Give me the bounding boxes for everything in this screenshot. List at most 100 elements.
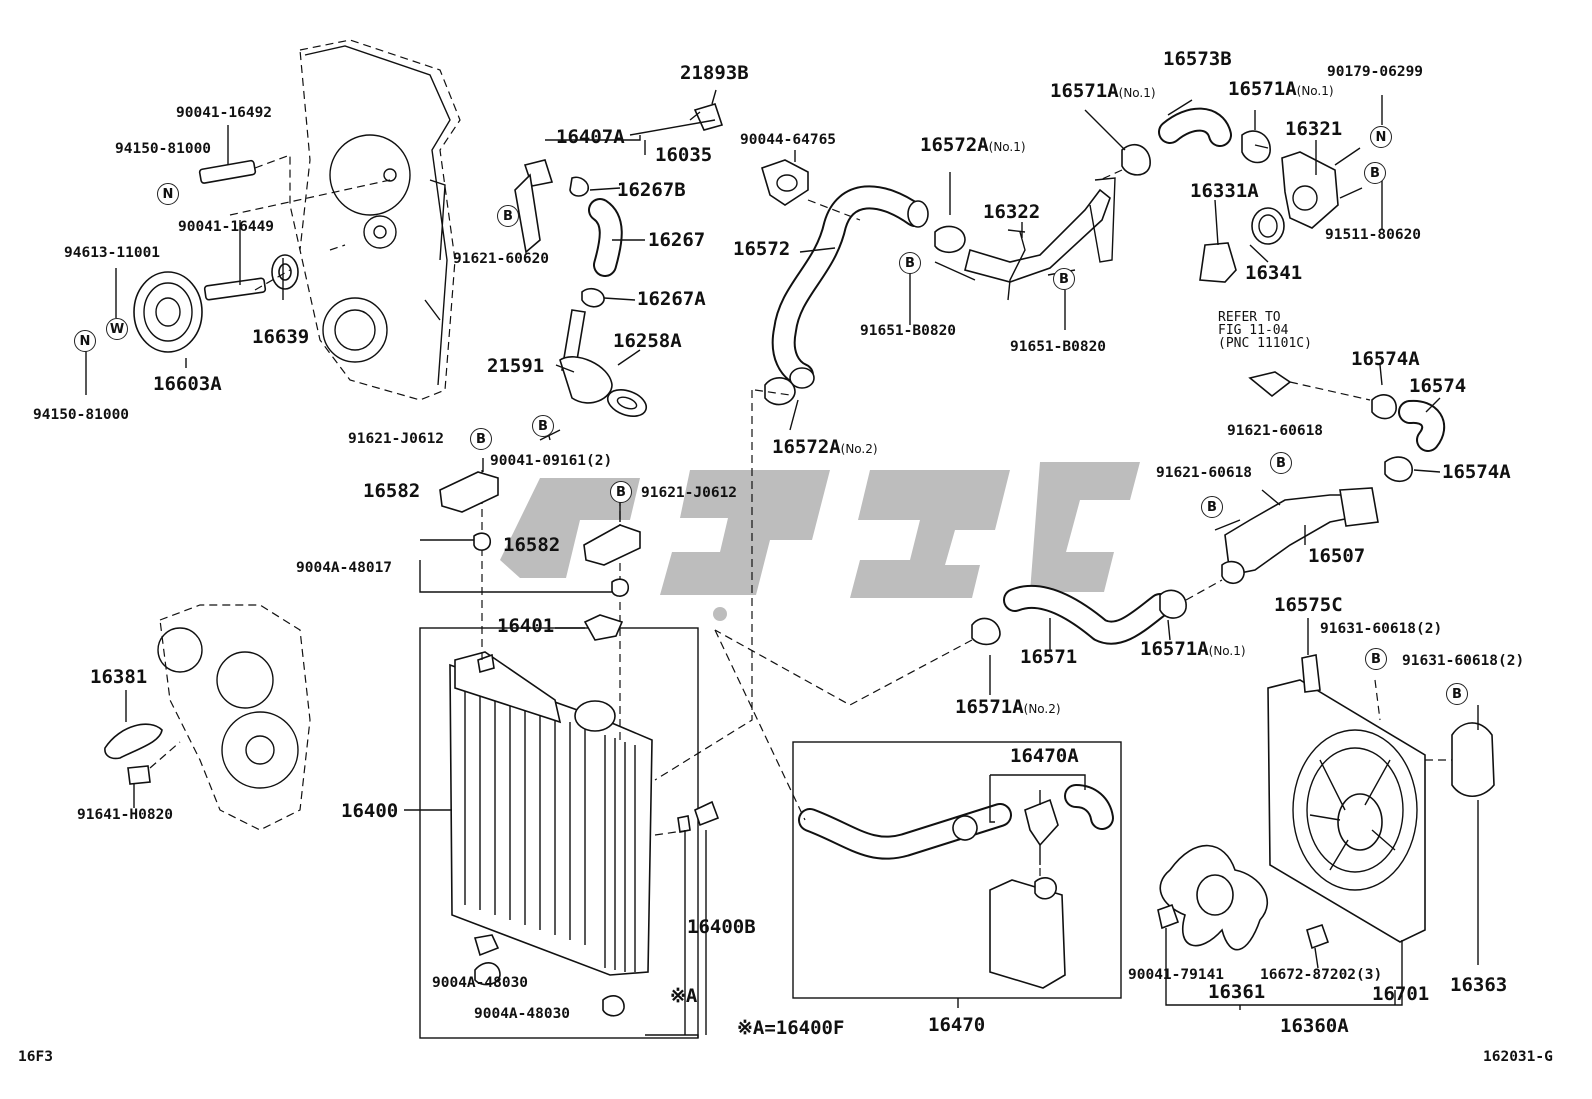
- label-91621-60618-b: 91621-60618: [1156, 465, 1253, 481]
- qualifier-no1-b: (No.1): [1118, 86, 1156, 100]
- label-16572: 16572: [733, 238, 791, 260]
- marker-w: W: [106, 318, 128, 340]
- marker-b-j0612-a: B: [470, 428, 492, 450]
- label-16507: 16507: [1308, 545, 1366, 567]
- marker-n-90179: N: [1370, 126, 1392, 148]
- figure-code: 162031-G: [1483, 1049, 1553, 1065]
- label-16407a: 16407A: [556, 126, 625, 148]
- radiator-supports: [439, 458, 641, 641]
- refer-note: REFER TO FIG 11-04 (PNC 11101C): [1218, 310, 1312, 351]
- label-21591: 21591: [487, 355, 545, 377]
- label-16322: 16322: [983, 201, 1041, 223]
- marker-b-b0820-b: B: [1053, 268, 1075, 290]
- radiator-hose-upper: [761, 150, 929, 431]
- label-16672-87202: 16672-87202(3): [1260, 967, 1383, 983]
- marker-b-91631-b: B: [1446, 683, 1468, 705]
- timing-cover: [299, 39, 461, 401]
- label-90041-16492: 90041-16492: [176, 105, 273, 121]
- label-16701: 16701: [1372, 983, 1430, 1005]
- marker-b-90041-09161: B: [532, 415, 554, 437]
- qualifier-no1-a: (No.1): [988, 140, 1026, 154]
- label-91641-h0820: 91641-H0820: [77, 807, 174, 823]
- label-90041-79141: 90041-79141: [1128, 967, 1225, 983]
- label-16470a: 16470A: [1010, 745, 1079, 767]
- marker-n-bottom: N: [74, 330, 96, 352]
- label-16571a-no2: 16571A(No.2): [955, 698, 1061, 717]
- label-16400b: 16400B: [687, 916, 756, 938]
- label-16571a-no1-bottom: 16571A(No.1): [1140, 640, 1246, 659]
- label-94613-11001: 94613-11001: [64, 245, 161, 261]
- marker-b-60618-a: B: [1270, 452, 1292, 474]
- label-90041-16449: 90041-16449: [178, 219, 275, 235]
- label-16575c: 16575C: [1274, 594, 1343, 616]
- qualifier-no2-a: (No.2): [840, 442, 878, 456]
- label-16267a: 16267A: [637, 288, 706, 310]
- reserve-tank: [714, 629, 1122, 1008]
- label-16267b: 16267B: [617, 179, 686, 201]
- label-16571a-no2-code: 16571A: [955, 696, 1024, 718]
- label-16571a-no1-top2-code: 16571A: [1228, 78, 1297, 100]
- label-16571a-no1-top-code: 16571A: [1050, 80, 1119, 102]
- label-16582-b: 16582: [503, 534, 561, 556]
- label-16035: 16035: [655, 144, 713, 166]
- label-16572a-no1-code: 16572A: [920, 134, 989, 156]
- label-16571a-no1-bottom-code: 16571A: [1140, 638, 1209, 660]
- label-16582-a: 16582: [363, 480, 421, 502]
- thermostat-housing: [1084, 95, 1383, 283]
- label-16267: 16267: [648, 229, 706, 251]
- label-16572a-no1: 16572A(No.1): [920, 136, 1026, 155]
- label-16572a-no2: 16572A(No.2): [772, 438, 878, 457]
- label-16639: 16639: [252, 326, 310, 348]
- label-91511-80620: 91511-80620: [1325, 227, 1422, 243]
- label-9004a-48017: 9004A-48017: [296, 560, 393, 576]
- marker-b-91511: B: [1364, 162, 1386, 184]
- radiator-hose-lower: [714, 579, 1223, 706]
- marker-b-b0820-a: B: [899, 252, 921, 274]
- qualifier-no1-c: (No.1): [1296, 84, 1334, 98]
- timing-belt-cover: [104, 604, 311, 831]
- qualifier-no2-b: (No.2): [1023, 702, 1061, 716]
- radiator: [404, 390, 753, 1039]
- label-16258a: 16258A: [613, 330, 682, 352]
- label-16381: 16381: [90, 666, 148, 688]
- water-inlet-pipe: [909, 172, 1116, 330]
- label-91631-60618-a: 91631-60618(2): [1320, 621, 1443, 637]
- label-16572a-no2-code: 16572A: [772, 436, 841, 458]
- idler-pulley-assembly: [85, 125, 391, 395]
- label-16470: 16470: [928, 1014, 986, 1036]
- bypass-pipe-assembly: [514, 89, 724, 441]
- label-90041-09161: 90041-09161(2): [490, 453, 613, 469]
- label-9004a-48030-a: 9004A-48030: [432, 975, 529, 991]
- label-16341: 16341: [1245, 262, 1303, 284]
- label-94150-81000-bottom: 94150-81000: [33, 407, 130, 423]
- label-note-a: ※A=16400F: [737, 1017, 845, 1039]
- label-16603a: 16603A: [153, 373, 222, 395]
- label-16574a-top: 16574A: [1351, 348, 1420, 370]
- label-91621-j0612-a: 91621-J0612: [348, 431, 445, 447]
- label-a-mark: ※A: [670, 985, 698, 1007]
- marker-b-91621-60620: B: [497, 205, 519, 227]
- label-16401: 16401: [497, 615, 555, 637]
- qualifier-no1-d: (No.1): [1208, 644, 1246, 658]
- marker-b-60618-b: B: [1201, 496, 1223, 518]
- page-code: 16F3: [18, 1049, 53, 1065]
- label-16574: 16574: [1409, 375, 1467, 397]
- watermark-logo: [500, 462, 1140, 621]
- label-16361: 16361: [1208, 981, 1266, 1003]
- label-16571a-no1-top2: 16571A(No.1): [1228, 80, 1334, 99]
- label-16360a: 16360A: [1280, 1015, 1349, 1037]
- label-91651-b0820-a: 91651-B0820: [860, 323, 957, 339]
- marker-b-91631-a: B: [1365, 648, 1387, 670]
- label-91621-j0612-b: 91621-J0612: [641, 485, 738, 501]
- label-16321: 16321: [1285, 118, 1343, 140]
- label-91631-60618-b: 91631-60618(2): [1402, 653, 1525, 669]
- label-16571a-no1-top: 16571A(No.1): [1050, 82, 1156, 101]
- marker-b-j0612-b: B: [610, 481, 632, 503]
- water-bypass-pipe: [1214, 364, 1446, 585]
- label-16363: 16363: [1450, 974, 1508, 996]
- connector-lines: [754, 144, 1269, 396]
- label-90044-64765: 90044-64765: [740, 132, 837, 148]
- marker-n-top: N: [157, 183, 179, 205]
